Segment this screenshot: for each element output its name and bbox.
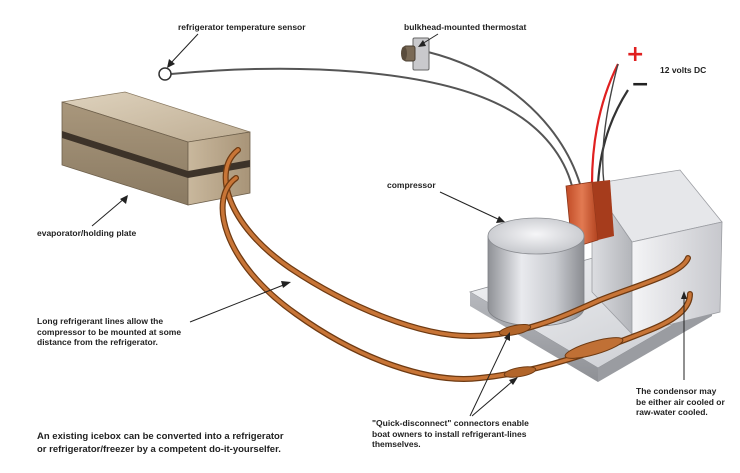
negative-wire	[596, 89, 629, 185]
leader-evaporator	[91, 195, 128, 227]
leader-condensor	[681, 291, 687, 380]
label-quick-disconnect: "Quick-disconnect" connectors enable boa…	[372, 418, 529, 449]
positive-wire	[590, 63, 619, 185]
quick-disconnect-connector-lower	[503, 366, 537, 378]
evaporator-plate	[61, 91, 251, 206]
filter-drier	[564, 337, 624, 359]
leader-compressor	[439, 191, 505, 223]
label-condensor: The condensor may be either air cooled o…	[636, 386, 725, 417]
compressor-unit	[487, 217, 585, 327]
condenser-unit	[591, 169, 723, 335]
leader-connectors	[469, 332, 518, 417]
label-thermostat: bulkhead-mounted thermostat	[404, 22, 527, 32]
label-negative-terminal: −	[631, 72, 650, 97]
label-compressor: compressor	[387, 180, 436, 190]
leader-thermostat	[418, 33, 439, 47]
leader-long-lines	[189, 281, 291, 323]
thermostat-wire	[427, 51, 581, 185]
refrigerant-line-upper	[222, 147, 691, 340]
label-long-refrigerant-lines: Long refrigerant lines allow the compres…	[37, 316, 182, 347]
label-temperature-sensor: refrigerator temperature sensor	[178, 22, 306, 32]
label-evaporator: evaporator/holding plate	[37, 228, 137, 238]
sensor-wire	[170, 67, 573, 187]
extra-wire	[602, 63, 619, 185]
caption: An existing icebox can be converted into…	[37, 431, 284, 455]
quick-disconnect-connector-upper	[498, 323, 532, 337]
leader-sensor	[167, 33, 199, 68]
label-voltage: 12 volts DC	[660, 65, 707, 75]
label-positive-terminal: +	[626, 42, 645, 67]
temperature-sensor-icon	[158, 67, 172, 81]
refrigerant-line-lower	[219, 175, 693, 382]
